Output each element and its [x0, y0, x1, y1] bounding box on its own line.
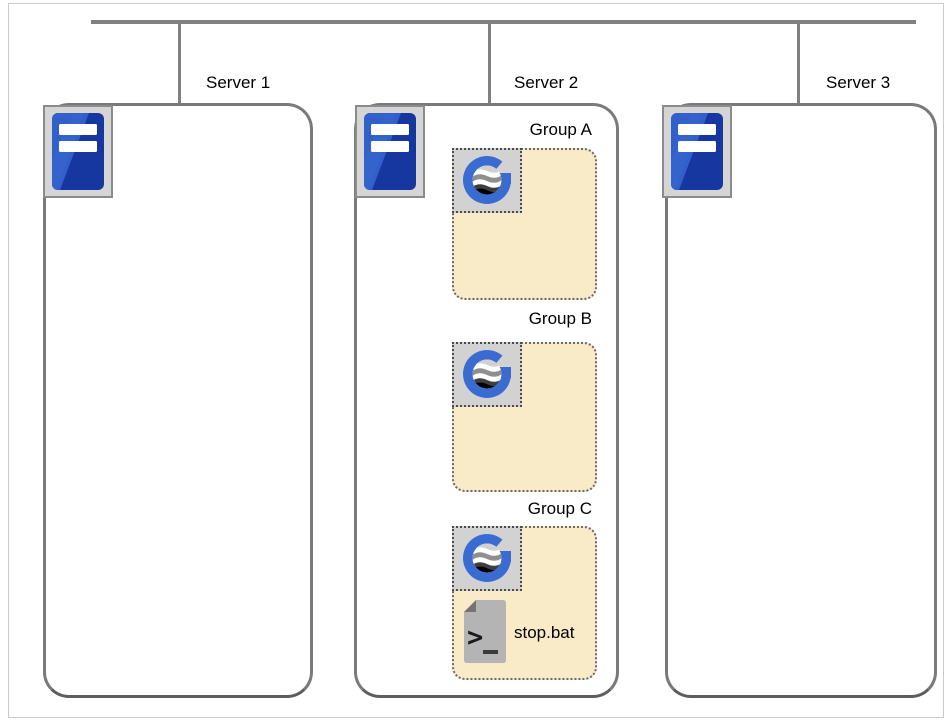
stop-bat-label: stop.bat: [514, 623, 575, 642]
group-b-sync-globe-g-icon: [452, 342, 522, 407]
group-b-label: Group B: [528, 309, 592, 328]
group-a-sync-globe-g-icon: [452, 148, 522, 213]
network-trunk-line: [91, 20, 916, 24]
server2-label: Server 2: [514, 73, 579, 92]
server3-label: Server 3: [826, 73, 891, 92]
server3-connector-line: [797, 22, 800, 104]
outer-frame: [8, 3, 944, 718]
svg-text:>: >: [467, 622, 483, 653]
server1-tower-icon: [43, 105, 113, 198]
group-a-label: Group A: [529, 120, 592, 139]
stop-bat-terminal-file-icon: >: [461, 599, 508, 665]
server3-tower-icon: [662, 105, 732, 198]
group-c-sync-globe-g-icon: [452, 526, 522, 591]
server2-tower-icon: [355, 105, 425, 198]
server1-connector-line: [178, 22, 181, 104]
server1-label: Server 1: [206, 73, 271, 92]
server3-box: [665, 103, 937, 698]
server1-box: [43, 103, 313, 698]
group-c-label: Group C: [527, 499, 592, 518]
server2-connector-line: [488, 22, 491, 104]
